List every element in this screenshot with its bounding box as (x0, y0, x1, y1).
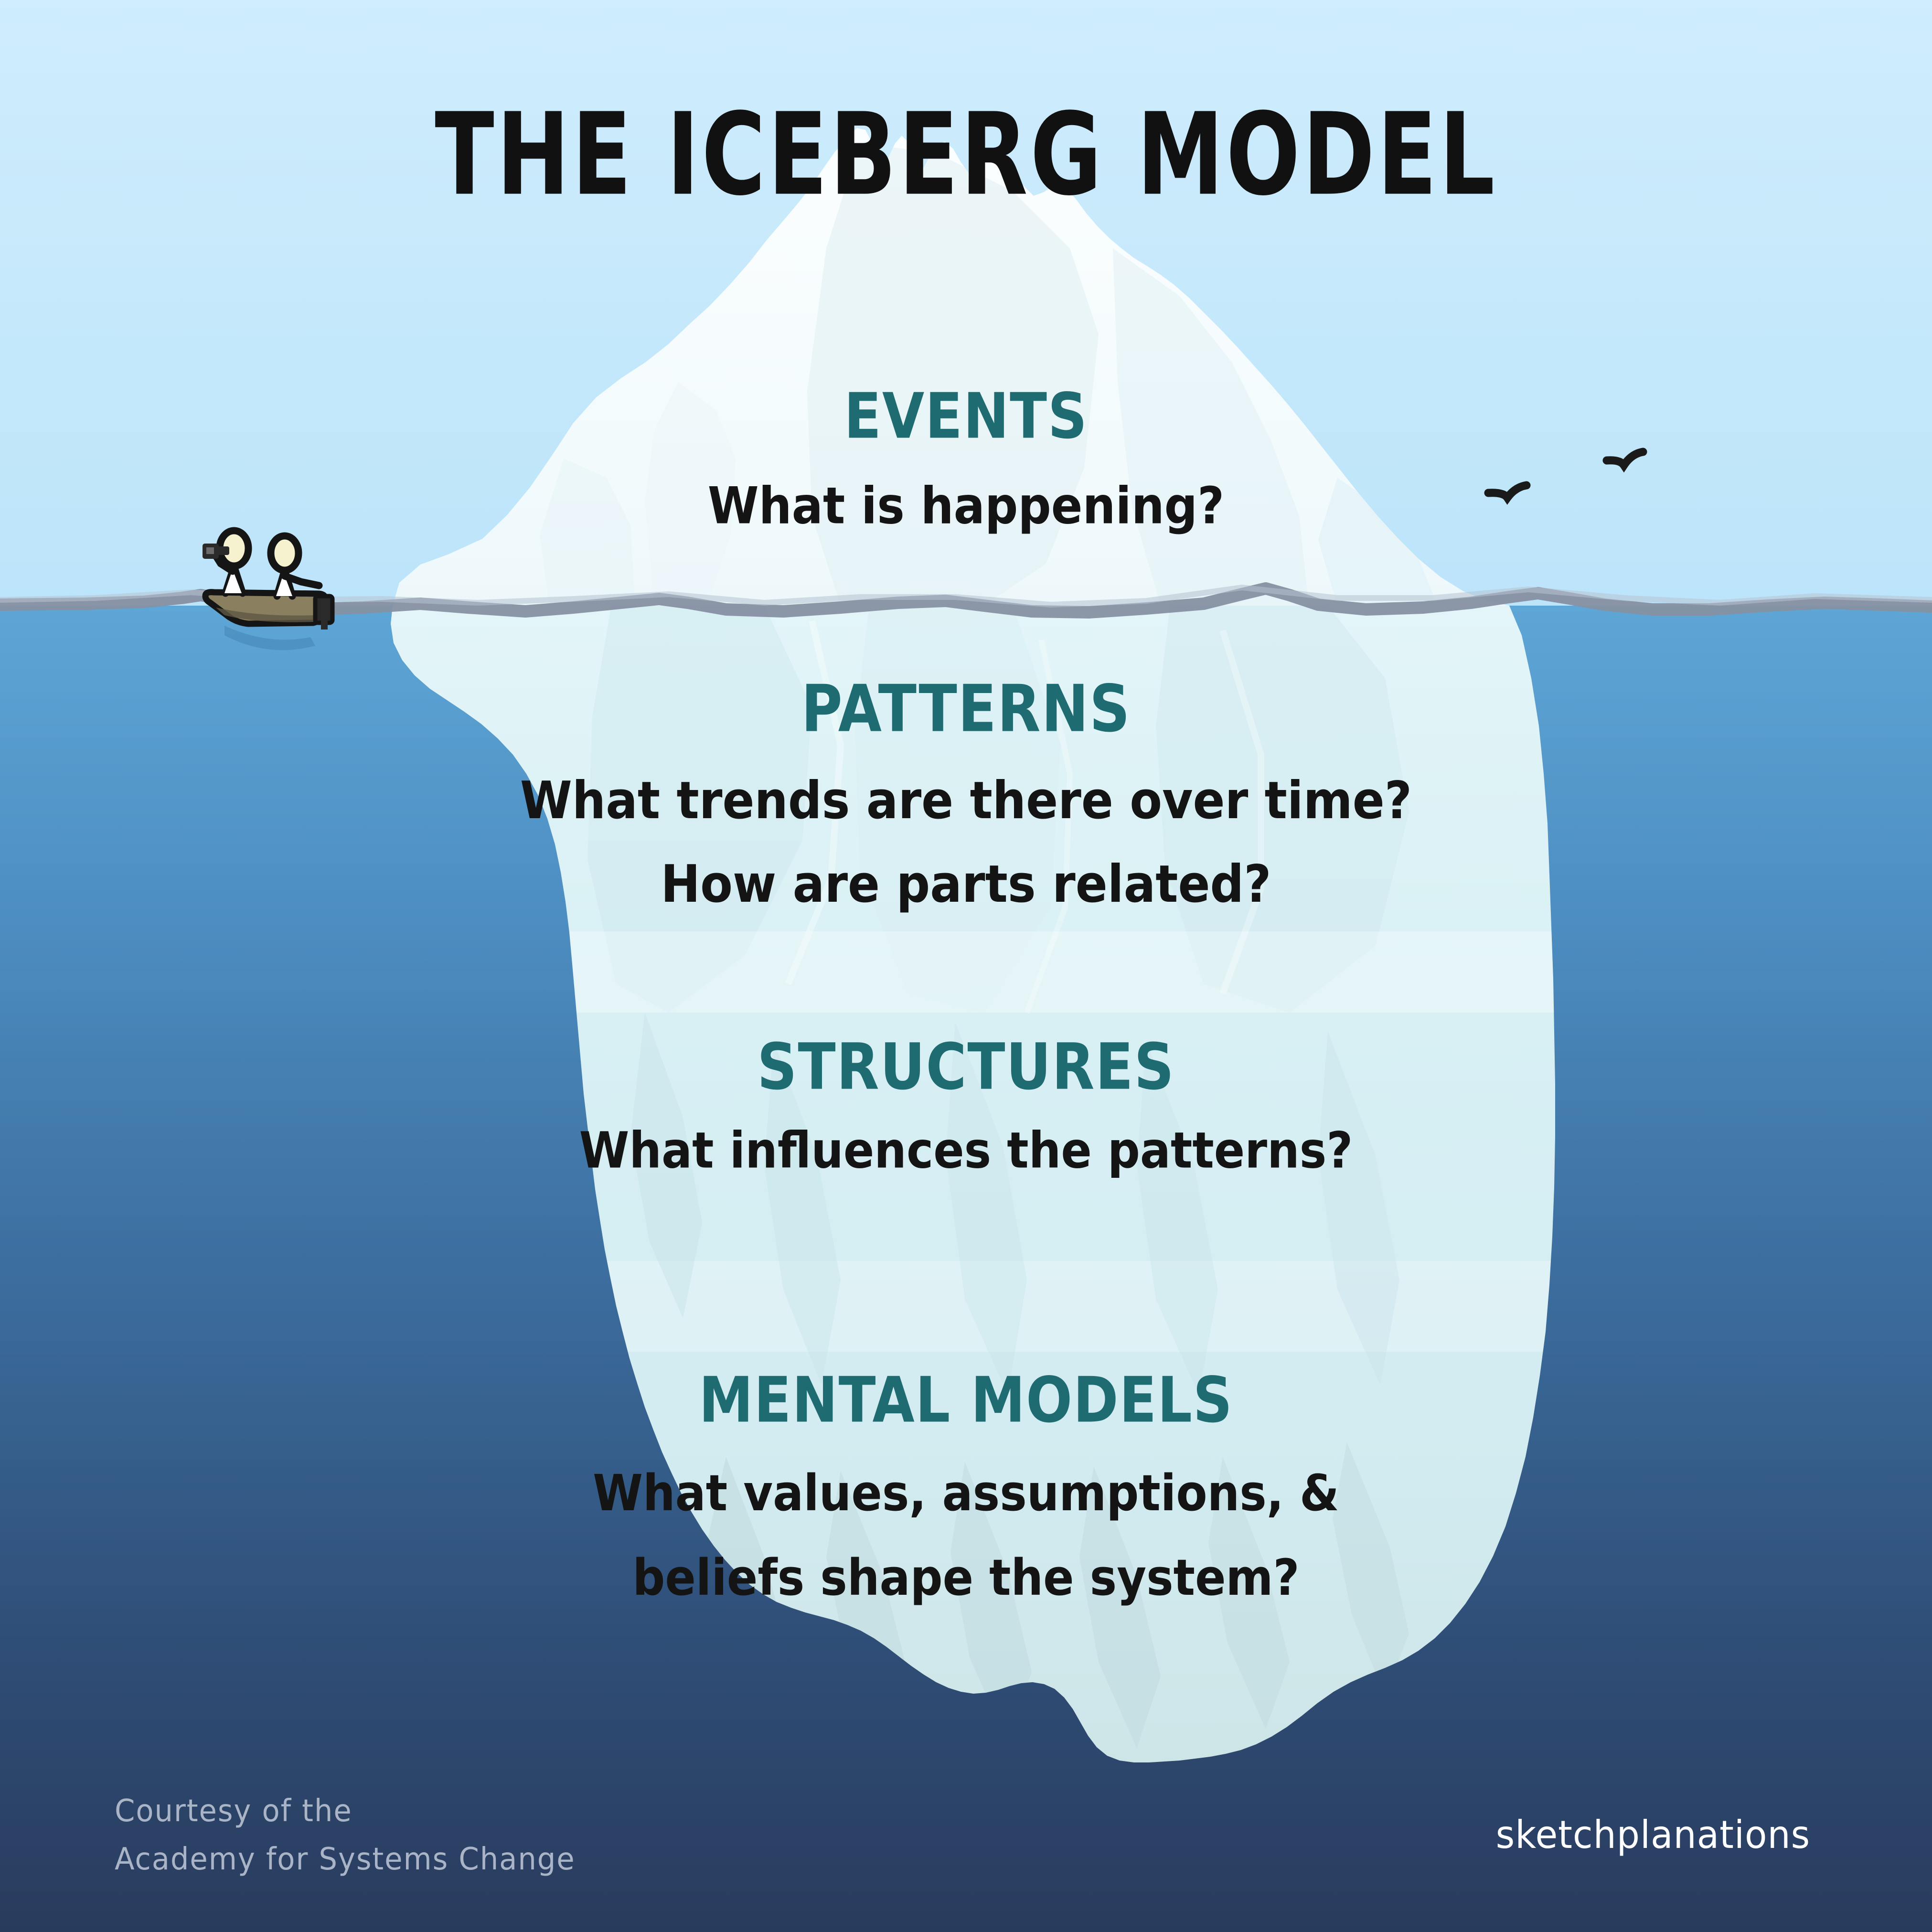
observer-with-binoculars (203, 527, 252, 597)
seagulls (1484, 448, 1647, 505)
observer-at-motor (267, 532, 323, 600)
brand-wordmark: sketchplanations (1495, 1813, 1810, 1857)
rowboat-with-observers (202, 527, 335, 651)
bird-icon (1484, 481, 1531, 505)
boat-reflection (224, 626, 315, 651)
credit-line-2: Academy for Systems Change (115, 1842, 576, 1878)
credit-line-1: Courtesy of the (115, 1793, 352, 1829)
bird-icon (1602, 448, 1647, 473)
outboard-motor (313, 594, 335, 625)
attribution-credit: Courtesy of the Academy for Systems Chan… (115, 1787, 576, 1884)
